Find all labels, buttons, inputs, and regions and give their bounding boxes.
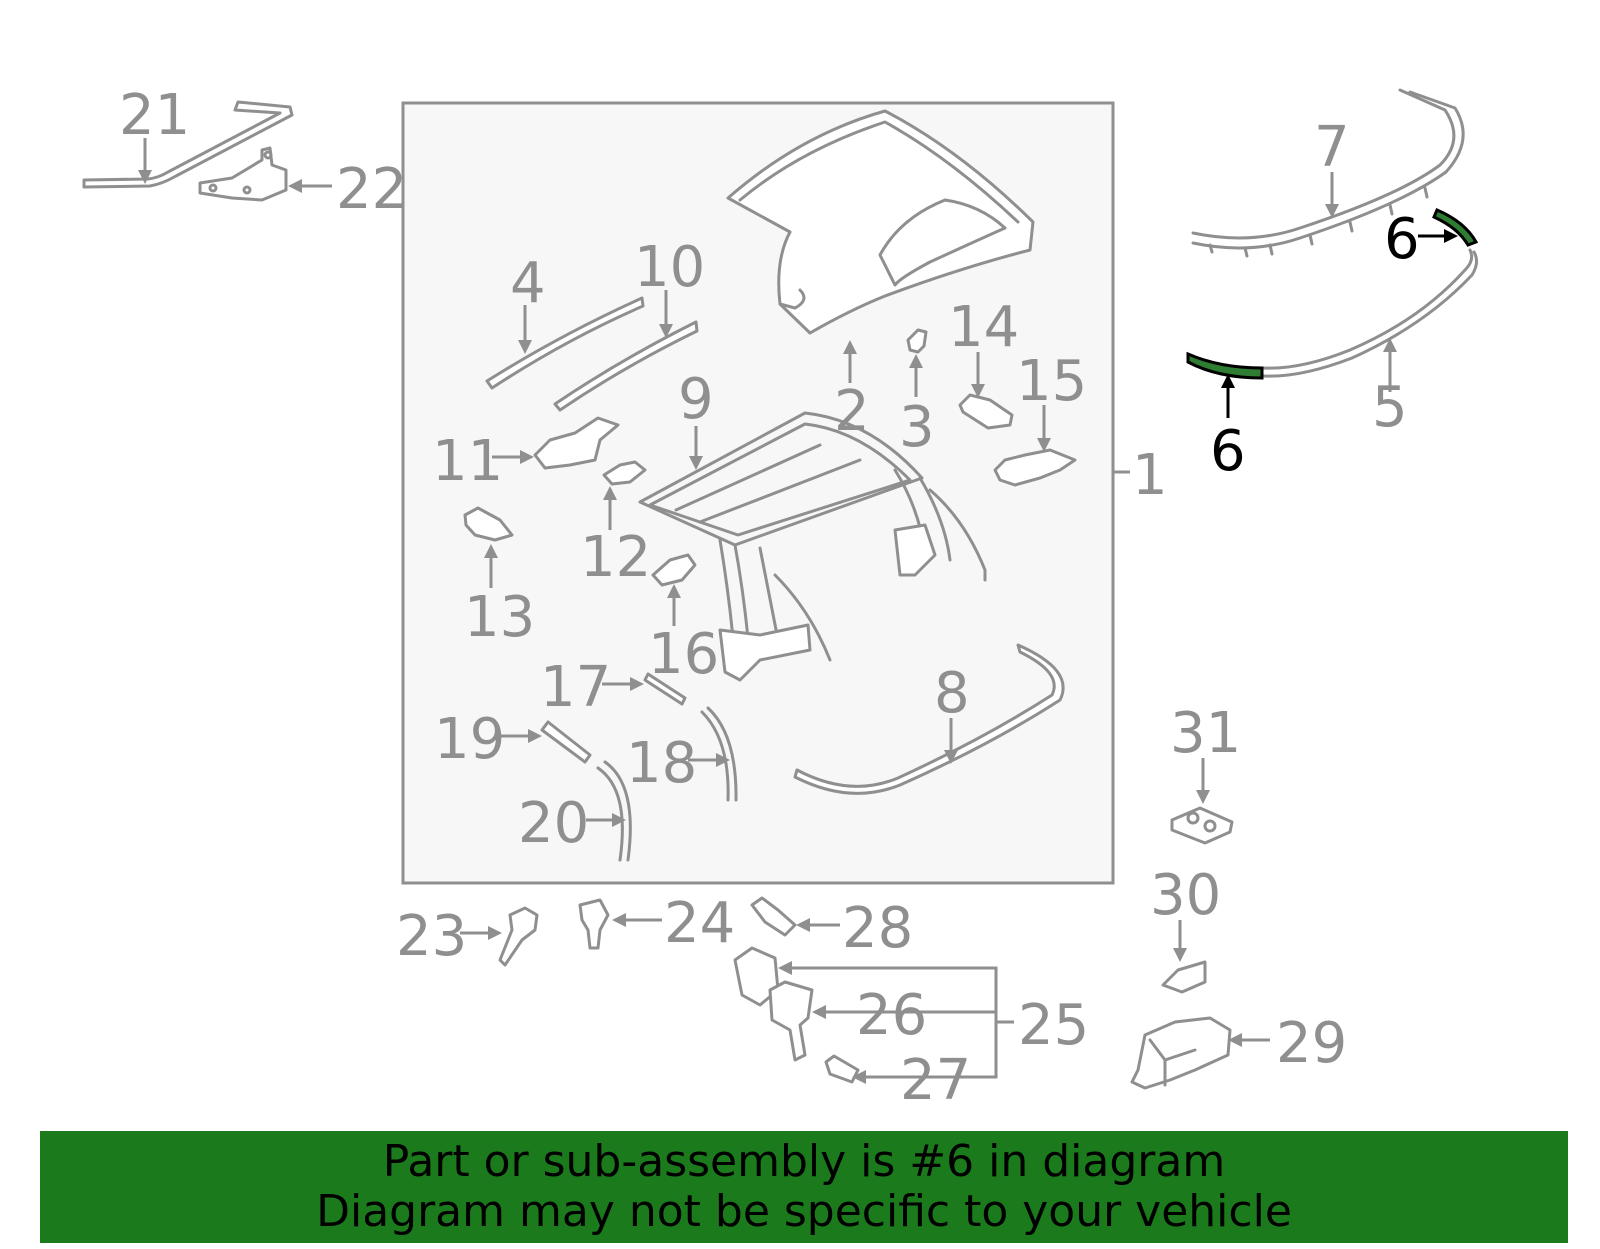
part-17-strip bbox=[643, 672, 687, 706]
label-12: 12 bbox=[580, 525, 651, 590]
label-8: 8 bbox=[934, 661, 970, 726]
label-14: 14 bbox=[948, 295, 1019, 360]
label-19: 19 bbox=[434, 707, 505, 772]
part-9-top-frame bbox=[638, 411, 987, 682]
part-3-clip bbox=[906, 328, 928, 354]
label-16: 16 bbox=[648, 622, 719, 687]
label-4: 4 bbox=[510, 251, 546, 316]
label-3: 3 bbox=[899, 395, 935, 460]
label-27: 27 bbox=[900, 1048, 971, 1113]
label-6-upper: 6 bbox=[1384, 207, 1420, 272]
label-20: 20 bbox=[518, 791, 589, 856]
label-5: 5 bbox=[1372, 375, 1408, 440]
callout-labels: 21 22 2 3 4 10 9 11 12 13 14 15 16 17 18… bbox=[119, 83, 1420, 1113]
part-30-cover bbox=[1161, 960, 1207, 994]
label-10: 10 bbox=[634, 235, 705, 300]
part-8-strip bbox=[793, 643, 1065, 795]
part-14-block bbox=[958, 393, 1014, 430]
label-28: 28 bbox=[842, 896, 913, 961]
part-2-soft-top bbox=[726, 109, 1035, 335]
part-7-rail bbox=[1191, 88, 1465, 258]
label-24: 24 bbox=[664, 891, 735, 956]
banner-line-1: Part or sub-assembly is #6 in diagram bbox=[382, 1136, 1226, 1187]
part-13-block bbox=[463, 506, 514, 542]
part-31-plate bbox=[1170, 806, 1234, 845]
leaders bbox=[138, 138, 1458, 1084]
part-21-trim-strip bbox=[82, 100, 294, 189]
part-28-bracket bbox=[750, 896, 797, 937]
label-6-lower: 6 bbox=[1210, 419, 1246, 484]
part-20-strip bbox=[596, 760, 632, 862]
label-23: 23 bbox=[396, 904, 467, 969]
label-26: 26 bbox=[856, 983, 927, 1048]
label-13: 13 bbox=[464, 585, 535, 650]
part-18-strip bbox=[700, 706, 738, 802]
part-24-bracket bbox=[578, 898, 610, 950]
part-12-bracket bbox=[602, 460, 647, 486]
label-11: 11 bbox=[432, 429, 503, 494]
part-4-strip bbox=[485, 296, 645, 390]
label-21: 21 bbox=[119, 83, 190, 148]
label-7: 7 bbox=[1314, 115, 1350, 180]
label-18: 18 bbox=[626, 731, 697, 796]
label-22: 22 bbox=[336, 157, 407, 222]
part-15-bracket bbox=[993, 448, 1077, 487]
part-19-strip bbox=[540, 720, 592, 764]
label-29: 29 bbox=[1276, 1011, 1347, 1076]
label-2: 2 bbox=[834, 379, 870, 444]
part-22-bracket bbox=[198, 146, 288, 202]
label-9: 9 bbox=[678, 367, 714, 432]
notice-banner: Part or sub-assembly is #6 in diagram Di… bbox=[40, 1131, 1568, 1243]
label-1: 1 bbox=[1132, 443, 1168, 508]
label-30: 30 bbox=[1150, 863, 1221, 928]
part-6-highlight-lower bbox=[1186, 351, 1264, 380]
part-5-rail bbox=[1261, 248, 1479, 378]
part-6-highlight-upper bbox=[1432, 208, 1479, 247]
part-11-bracket bbox=[533, 416, 620, 470]
label-31: 31 bbox=[1170, 701, 1241, 766]
part-29-housing bbox=[1130, 1016, 1232, 1090]
label-17: 17 bbox=[540, 655, 611, 720]
label-25: 25 bbox=[1018, 993, 1089, 1058]
part-23-bracket bbox=[498, 906, 539, 967]
banner-line-2: Diagram may not be specific to your vehi… bbox=[316, 1186, 1292, 1237]
part-25-assembly bbox=[733, 946, 860, 1084]
part-12b-bracket bbox=[651, 553, 697, 587]
part-10-strip bbox=[553, 320, 699, 412]
label-15: 15 bbox=[1016, 349, 1087, 414]
